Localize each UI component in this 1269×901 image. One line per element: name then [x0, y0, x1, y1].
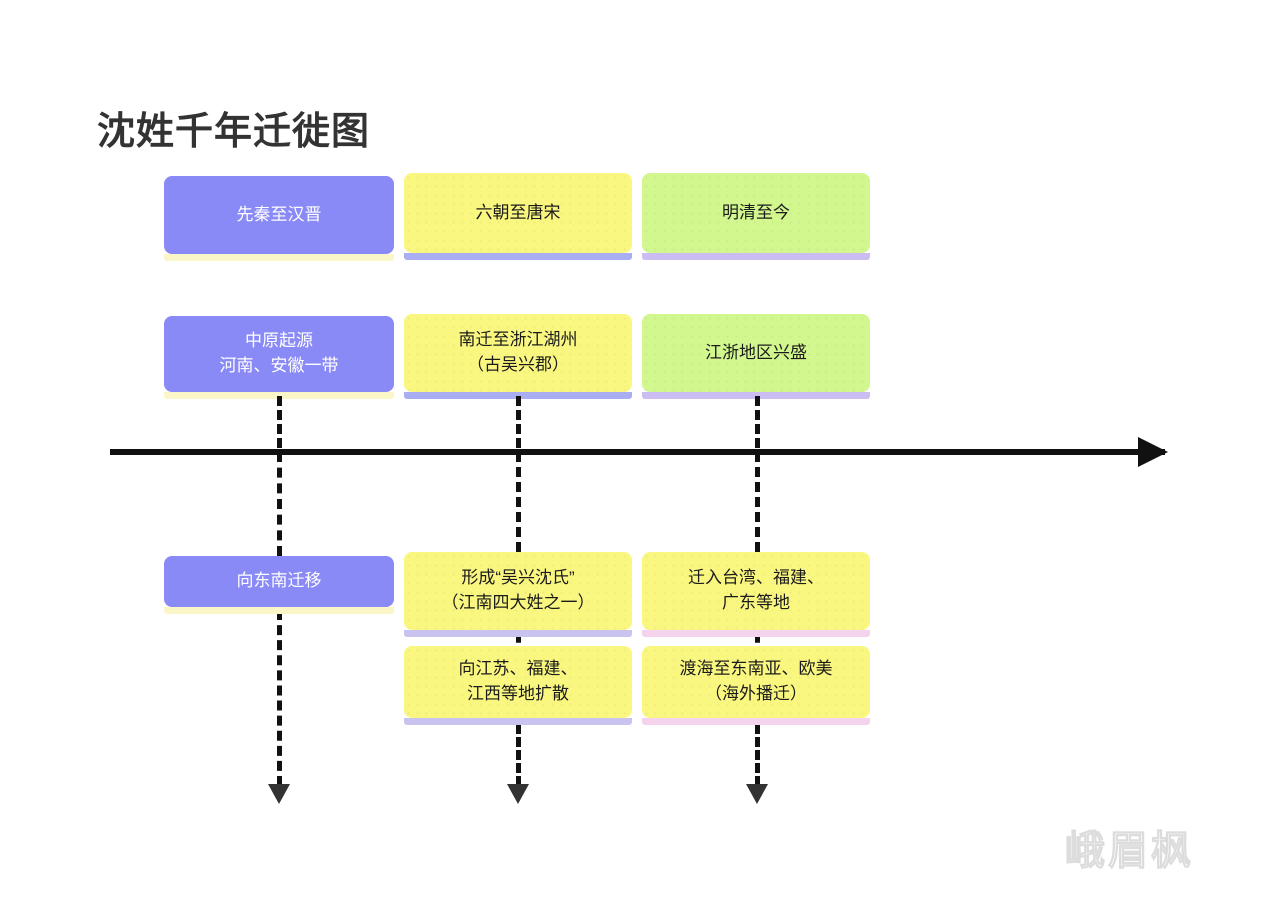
page-title: 沈姓千年迁徙图 [97, 111, 371, 153]
era-card-qin-han[interactable]: 先秦至汉晋 [164, 176, 394, 254]
connector-col2-upper [516, 396, 521, 448]
timeline-axis [110, 449, 1165, 455]
era-card-qin-han-strip [164, 254, 394, 261]
timeline-arrowhead-icon [1138, 437, 1168, 467]
era-card-ming-qing-now[interactable]: 明清至今 [642, 173, 870, 253]
stage-card-taiwan-fujian-guangdong-strip [642, 630, 870, 637]
stage-card-overseas-diaspora[interactable]: 渡海至东南亚、欧美 （海外播迁） [642, 646, 870, 718]
stage-card-jiangzhe-flourish-strip [642, 392, 870, 399]
connector-col1-arrowhead-icon [268, 784, 290, 804]
stage-card-overseas-diaspora-label: 渡海至东南亚、欧美 （海外播迁） [679, 659, 833, 703]
connector-col3-upper [755, 396, 760, 448]
stage-card-central-plains-origin-label: 中原起源 河南、安徽一带 [219, 331, 339, 375]
era-card-liuchao-tangsong-label: 六朝至唐宋 [475, 202, 561, 222]
stage-card-southward-huzhou-strip [404, 392, 632, 399]
stage-card-overseas-diaspora-strip [642, 718, 870, 725]
connector-col2-arrowhead-icon [507, 784, 529, 804]
stage-card-jiangsu-fujian-jiangxi[interactable]: 向江苏、福建、 江西等地扩散 [404, 646, 632, 718]
stage-card-central-plains-origin-strip [164, 392, 394, 399]
stage-card-wuxing-shen-clan[interactable]: 形成“吴兴沈氏” （江南四大姓之一） [404, 552, 632, 630]
connector-col2-lower [516, 724, 521, 786]
stage-card-wuxing-shen-clan-strip [404, 630, 632, 637]
stage-card-southeast-migration-strip [164, 607, 394, 614]
connector-col1-axis-to-card [277, 452, 282, 556]
connector-col2-between-cards [516, 634, 521, 656]
era-card-ming-qing-now-strip [642, 253, 870, 260]
stage-card-jiangzhe-flourish[interactable]: 江浙地区兴盛 [642, 314, 870, 392]
era-card-liuchao-tangsong[interactable]: 六朝至唐宋 [404, 173, 632, 253]
stage-card-southeast-migration[interactable]: 向东南迁移 [164, 556, 394, 607]
stage-card-southward-huzhou-label: 南迁至浙江湖州 （古吴兴郡） [458, 330, 578, 374]
era-card-liuchao-tangsong-strip [404, 253, 632, 260]
stage-card-southeast-migration-label: 向东南迁移 [236, 571, 322, 591]
stage-card-central-plains-origin[interactable]: 中原起源 河南、安徽一带 [164, 316, 394, 392]
stage-card-jiangzhe-flourish-label: 江浙地区兴盛 [705, 342, 807, 362]
watermark: 峨眉枫 [1065, 829, 1194, 874]
stage-card-wuxing-shen-clan-label: 形成“吴兴沈氏” （江南四大姓之一） [441, 568, 595, 612]
era-card-ming-qing-now-label: 明清至今 [722, 202, 790, 222]
stage-card-southward-huzhou[interactable]: 南迁至浙江湖州 （古吴兴郡） [404, 314, 632, 392]
stage-card-jiangsu-fujian-jiangxi-label: 向江苏、福建、 江西等地扩散 [458, 659, 578, 703]
connector-col2-axis-to-card [516, 452, 521, 552]
connector-col3-between-cards [755, 634, 760, 656]
connector-col1-upper [277, 396, 282, 448]
connector-col3-arrowhead-icon [746, 784, 768, 804]
connector-col1-lower [277, 610, 282, 786]
stage-card-jiangsu-fujian-jiangxi-strip [404, 718, 632, 725]
stage-card-taiwan-fujian-guangdong-label: 迁入台湾、福建、 广东等地 [688, 568, 824, 612]
connector-col3-axis-to-card [755, 452, 760, 552]
stage-card-taiwan-fujian-guangdong[interactable]: 迁入台湾、福建、 广东等地 [642, 552, 870, 630]
era-card-qin-han-label: 先秦至汉晋 [236, 204, 322, 224]
connector-col3-lower [755, 724, 760, 786]
